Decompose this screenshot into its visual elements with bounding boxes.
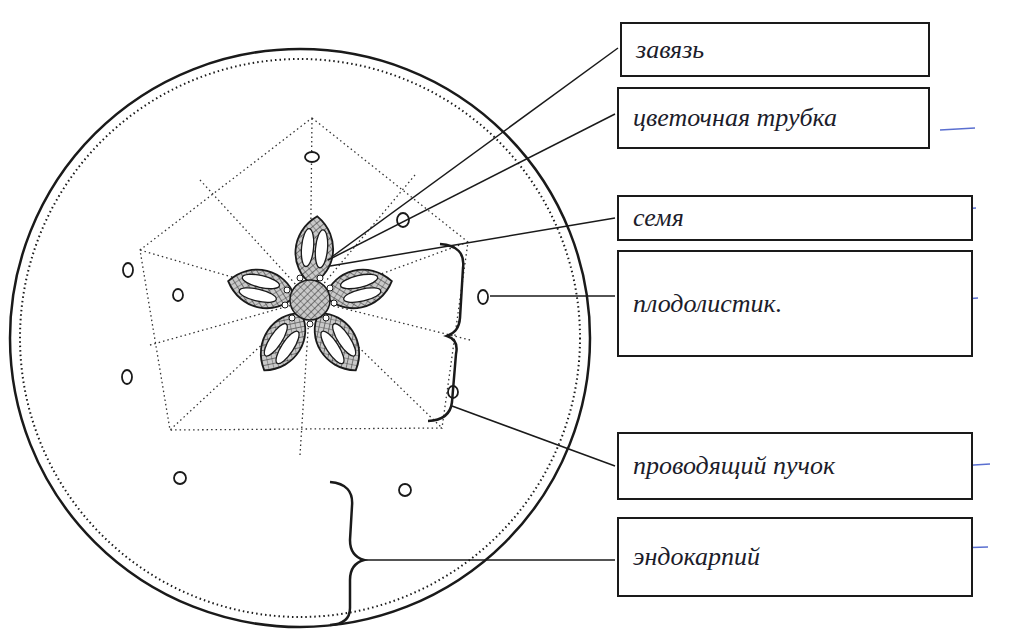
label-box: семя xyxy=(617,195,973,241)
label-box: эндокарпий xyxy=(617,517,973,597)
fruit-outline xyxy=(10,49,590,627)
vascular-bundles xyxy=(122,152,488,496)
label-text: цветочная трубка xyxy=(633,103,914,133)
skin-layer xyxy=(20,59,580,617)
label-box: проводящий пучок xyxy=(617,432,973,500)
label-text: семя xyxy=(633,203,957,233)
brackets xyxy=(330,244,463,625)
label-box: плодолистик. xyxy=(617,250,973,357)
label-text: эндокарпий xyxy=(633,542,957,572)
label-text: завязь xyxy=(636,35,914,65)
locules xyxy=(224,215,396,381)
leader-lines xyxy=(328,48,618,560)
label-text: плодолистик. xyxy=(633,289,957,319)
label-box: завязь xyxy=(620,22,930,77)
label-box: цветочная трубка xyxy=(617,87,930,149)
carpel-boundaries xyxy=(140,118,470,455)
label-text: проводящий пучок xyxy=(633,451,957,481)
